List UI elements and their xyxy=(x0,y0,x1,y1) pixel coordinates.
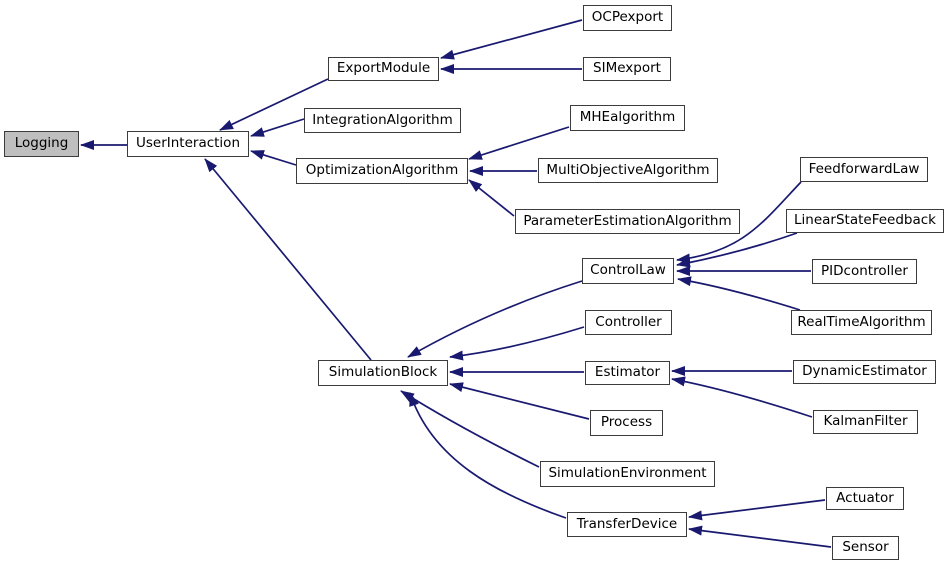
class-node-label: Actuator xyxy=(836,489,894,506)
class-node-label: ParameterEstimationAlgorithm xyxy=(523,212,732,229)
inheritance-edge-actuator-to-transferdevice xyxy=(688,499,826,521)
inheritance-edge-simulationblock-to-userinteraction xyxy=(204,158,372,361)
class-node-label: Logging xyxy=(14,135,69,152)
inheritance-edge-mhealgorithm-to-optimizationalgorithm xyxy=(468,126,570,160)
class-node-realtimealgorithm[interactable]: RealTimeAlgorithm xyxy=(791,310,932,335)
class-node-actuator[interactable]: Actuator xyxy=(826,487,904,510)
class-node-logging: Logging xyxy=(4,131,79,157)
class-node-label: OCPexport xyxy=(591,9,664,26)
inheritance-edge-realtimealgorithm-to-controllaw xyxy=(677,276,801,311)
class-node-label: MHEalgorithm xyxy=(579,109,676,126)
inheritance-edge-sensor-to-transferdevice xyxy=(688,525,832,548)
class-node-userinteraction[interactable]: UserInteraction xyxy=(127,131,249,157)
class-node-label: Controller xyxy=(595,313,662,330)
class-node-simulationenvironment[interactable]: SimulationEnvironment xyxy=(540,461,715,487)
class-node-label: KalmanFilter xyxy=(823,413,908,430)
class-node-exportmodule[interactable]: ExportModule xyxy=(328,57,439,81)
class-node-ocpexport[interactable]: OCPexport xyxy=(583,5,672,31)
class-node-label: UserInteraction xyxy=(135,135,240,152)
class-node-label: OptimizationAlgorithm xyxy=(305,162,459,179)
class-node-multiobjectivealgorithm[interactable]: MultiObjectiveAlgorithm xyxy=(538,158,718,183)
class-node-linearstatefeedback[interactable]: LinearStateFeedback xyxy=(786,209,944,233)
class-node-label: Process xyxy=(600,414,653,431)
inheritance-edge-ocpexport-to-exportmodule xyxy=(440,19,583,60)
class-node-process[interactable]: Process xyxy=(590,410,663,436)
inheritance-edge-optimizationalgorithm-to-userinteraction xyxy=(250,150,297,166)
class-node-sensor[interactable]: Sensor xyxy=(832,536,899,560)
inheritance-edge-process-to-simulationblock xyxy=(449,382,590,420)
class-node-parameterestimationalgorithm[interactable]: ParameterEstimationAlgorithm xyxy=(515,209,740,234)
class-node-label: SimulationEnvironment xyxy=(548,465,707,482)
inheritance-edge-integrationalgorithm-to-userinteraction xyxy=(250,118,305,137)
inheritance-edge-feedforwardlaw-to-controllaw xyxy=(676,181,802,264)
class-node-label: PIDcontroller xyxy=(821,262,908,279)
inheritance-edge-kalmanfilter-to-estimator xyxy=(671,376,813,418)
class-node-optimizationalgorithm[interactable]: OptimizationAlgorithm xyxy=(296,158,468,184)
class-node-controllaw[interactable]: ControlLaw xyxy=(582,258,674,284)
inheritance-edge-parameterestimationalgorithm-to-optimizationalgorithm xyxy=(468,179,515,217)
class-node-feedforwardlaw[interactable]: FeedforwardLaw xyxy=(800,157,928,182)
class-node-label: ExportModule xyxy=(336,60,431,77)
class-node-label: LinearStateFeedback xyxy=(794,212,936,229)
class-node-mhealgorithm[interactable]: MHEalgorithm xyxy=(570,105,685,131)
class-node-label: ControlLaw xyxy=(590,262,666,279)
class-node-kalmanfilter[interactable]: KalmanFilter xyxy=(813,410,918,434)
inheritance-edge-simulationenvironment-to-simulationblock xyxy=(400,390,540,468)
class-node-controller[interactable]: Controller xyxy=(585,310,672,335)
inheritance-edge-transferdevice-to-simulationblock xyxy=(409,392,567,519)
class-node-label: FeedforwardLaw xyxy=(808,160,920,177)
inheritance-edge-controllaw-to-simulationblock xyxy=(407,280,583,358)
class-node-label: TransferDevice xyxy=(576,515,678,532)
class-node-simulationblock[interactable]: SimulationBlock xyxy=(318,360,448,386)
inheritance-edge-linearstatefeedback-to-controllaw xyxy=(676,232,798,268)
class-node-label: DynamicEstimator xyxy=(802,363,927,380)
class-node-transferdevice[interactable]: TransferDevice xyxy=(567,512,687,537)
class-node-label: Sensor xyxy=(842,539,889,556)
class-node-label: MultiObjectiveAlgorithm xyxy=(546,161,710,178)
class-node-label: RealTimeAlgorithm xyxy=(797,313,926,330)
class-node-label: SimulationBlock xyxy=(328,364,438,381)
class-node-estimator[interactable]: Estimator xyxy=(585,361,670,385)
class-node-label: SIMexport xyxy=(593,60,661,77)
class-node-simexport[interactable]: SIMexport xyxy=(583,57,671,81)
class-node-integrationalgorithm[interactable]: IntegrationAlgorithm xyxy=(304,108,461,133)
class-node-dynamicestimator[interactable]: DynamicEstimator xyxy=(793,360,936,384)
class-node-label: Estimator xyxy=(594,364,661,381)
inheritance-edge-controller-to-simulationblock xyxy=(449,326,585,361)
inheritance-edge-exportmodule-to-userinteraction xyxy=(219,78,329,131)
class-node-pidcontroller[interactable]: PIDcontroller xyxy=(812,259,917,284)
class-node-label: IntegrationAlgorithm xyxy=(312,111,453,128)
